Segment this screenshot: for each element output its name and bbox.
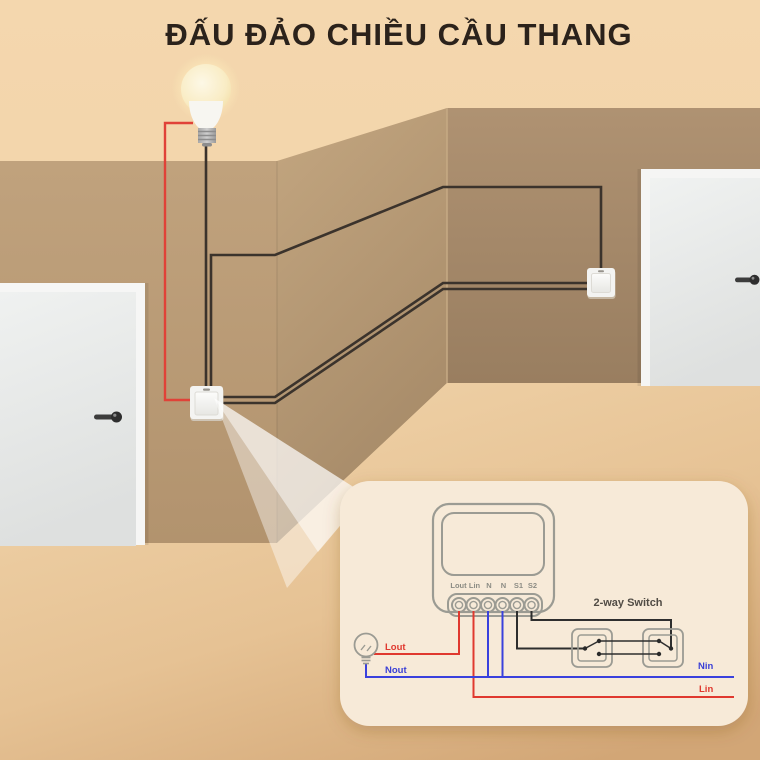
terminal-label-lout: Lout xyxy=(450,581,467,590)
door-handle xyxy=(735,274,760,285)
diagram-wires xyxy=(365,611,734,698)
bulb-contact xyxy=(202,143,212,147)
lever-left xyxy=(584,640,599,650)
switch-indicator xyxy=(598,270,604,273)
label-nout: Nout xyxy=(385,665,407,676)
door-shadow xyxy=(637,169,641,386)
wall-switch-left xyxy=(190,386,224,421)
two-way-switch-diagram: 2-way Switch xyxy=(571,597,684,668)
switch-rocker xyxy=(591,273,611,293)
live-red-wire xyxy=(163,121,193,402)
scene-switch-wires xyxy=(204,145,603,405)
traveler-wire-1 xyxy=(210,281,590,399)
bulb-body xyxy=(189,101,223,128)
terminal-label-lin: Lin xyxy=(469,581,481,590)
light-bulb xyxy=(172,54,240,147)
terminal-label-n2: N xyxy=(501,581,506,590)
zoom-beam xyxy=(214,398,366,588)
terminal-labels: Lout Lin N N S1 S2 xyxy=(450,581,537,590)
door-shadow xyxy=(145,283,149,545)
staircase-wall xyxy=(277,108,447,543)
two-way-switch-label: 2-way Switch xyxy=(593,597,662,609)
lin-wire xyxy=(472,611,734,698)
wiring-callout: Lout Lin N N S1 S2 2-way Switch xyxy=(340,481,748,726)
module-body xyxy=(431,502,556,614)
lout-wire xyxy=(374,611,460,655)
page-title: ĐẤU ĐẢO CHIỀU CẦU THANG xyxy=(165,17,632,52)
bulb-icon xyxy=(353,632,379,665)
switch-rocker xyxy=(194,391,219,416)
module-inner xyxy=(441,512,545,576)
bulb-screw-threads xyxy=(198,130,216,141)
two-way-switch-right xyxy=(642,628,684,668)
door-handle xyxy=(94,411,122,423)
label-nin: Nin xyxy=(698,661,714,672)
terminal-label-s2: S2 xyxy=(528,581,537,590)
label-lout: Lout xyxy=(385,642,406,653)
right-door xyxy=(637,169,760,386)
callout-panel xyxy=(340,481,748,726)
terminal-strip xyxy=(447,593,543,617)
terminal-label-n1: N xyxy=(486,581,491,590)
terminal-label-s1: S1 xyxy=(514,581,523,590)
two-way-switch-left xyxy=(571,628,613,668)
upper-run-wire xyxy=(209,185,603,390)
neutral-bus-wire xyxy=(365,664,734,678)
label-lin: Lin xyxy=(699,684,713,695)
s1-wire xyxy=(516,611,585,650)
traveler-wire-2 xyxy=(210,287,590,405)
wall-switch-right xyxy=(587,268,616,299)
contact-dots xyxy=(582,638,674,657)
switch-indicator xyxy=(203,388,210,391)
left-door xyxy=(0,283,149,546)
